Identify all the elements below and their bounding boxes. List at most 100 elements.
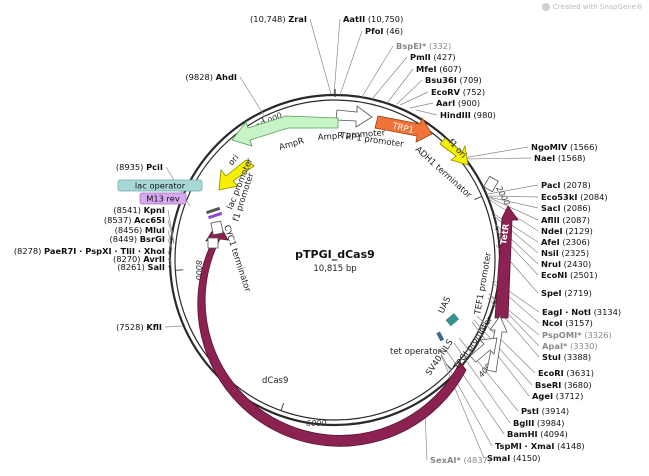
site-name: EcoNI [541,270,567,280]
tick-label: 6000 [306,419,326,428]
site-label-pcii[interactable]: (8935) PciI [116,162,163,172]
site-label-afei[interactable]: AfeI (2306) [541,237,590,247]
site-label-pmli[interactable]: PmlI (427) [410,52,456,62]
site-position: (332) [429,41,451,51]
site-leader-line [424,410,428,461]
site-position: (980) [474,110,496,120]
backbone-inner-ring [174,99,496,421]
site-position: (752) [463,87,485,97]
site-position: (709) [459,75,481,85]
site-leader-line [409,102,434,109]
site-label-apai[interactable]: ApaI* (3330) [542,341,598,351]
site-name: MfeI [416,64,437,74]
site-label-tspmi_xmai[interactable]: TspMI · XmaI (4148) [495,441,585,451]
tick-mark [175,269,184,271]
site-label-ndei[interactable]: NdeI (2129) [541,226,593,236]
lac-operator-mark [206,206,221,215]
site-label-bsu36i[interactable]: Bsu36I (709) [425,75,482,85]
site-name: BamHI [507,429,538,439]
site-label-mlui[interactable]: (8456) MluI [115,225,165,235]
site-label-acc65i[interactable]: (8537) Acc65I [104,215,165,225]
site-label-bglii[interactable]: BglII (3984) [513,418,565,428]
tick-mark [474,195,482,200]
site-label-stui[interactable]: StuI (3388) [542,352,591,362]
site-label-hindiii[interactable]: HindIII (980) [440,110,496,120]
ampr-feature[interactable] [231,115,339,147]
f1-promoter-feature[interactable] [207,237,219,249]
site-label-bspei[interactable]: BspEI* (332) [396,41,451,51]
tetr-feature[interactable] [494,205,519,319]
site-label-ecori[interactable]: EcoRI (3631) [538,368,594,378]
site-label-ncoi[interactable]: NcoI (3157) [542,318,593,328]
site-position: (2087) [562,215,590,225]
lac-operator-label-box [117,179,203,192]
site-leader-line [167,229,173,250]
f1-ori-feature[interactable] [439,137,469,166]
site-label-saci[interactable]: SacI (2086) [541,203,591,213]
m13-rev-mark [208,211,223,220]
site-label-mfei[interactable]: MfeI (607) [416,64,462,74]
ori-feature[interactable] [218,159,255,191]
site-name: Acc65I [134,215,165,225]
site-leader-line [167,209,175,244]
site-label-smai[interactable]: SmaI (4150) [487,453,541,463]
site-position: (8537) [104,215,132,225]
site-label-econi[interactable]: EcoNI (2501) [541,270,598,280]
site-leader-line [309,18,332,95]
site-label-avrii[interactable]: (8270) AvrII [113,254,165,264]
site-leader-line [493,213,539,243]
site-name: AfeI [541,237,560,247]
site-label-bsrgi[interactable]: (8449) BsrGI [110,234,166,244]
site-label-zrai[interactable]: (10,748) ZraI [250,14,307,24]
trp1-promoter-feature[interactable] [335,105,373,128]
site-label-ahdi[interactable]: (9828) AhdI [185,72,237,82]
tef1-promoter-feature[interactable] [486,315,508,373]
site-name: BspEI* [396,41,427,51]
site-name: NsiI [541,248,559,258]
site-label-aflii[interactable]: AflII (2087) [541,215,590,225]
site-label-nrui[interactable]: NruI (2430) [541,259,591,269]
site-label-kpni[interactable]: (8541) KpnI [113,205,165,215]
plasmid-size: 10,815 bp [313,264,356,274]
site-label-bamhi[interactable]: BamHI (4094) [507,429,568,439]
site-leader-line [396,79,423,105]
trp1-feature[interactable] [374,115,433,143]
site-label-agei[interactable]: AgeI (3712) [532,391,583,401]
site-label-spei[interactable]: SpeI (2719) [541,288,592,298]
site-position: (10,748) [250,14,286,24]
site-position: (2078) [563,180,591,190]
site-leader-line [167,262,172,268]
site-position: (8935) [116,162,144,172]
site-label-eco53ki[interactable]: Eco53kI (2084) [541,192,608,202]
misc-feature-box [483,175,499,193]
site-label-aari[interactable]: AarI (900) [436,98,480,108]
cyc1-terminator-feature[interactable] [210,220,224,236]
tet-operator-feature[interactable] [436,331,445,342]
site-leader-line [164,325,184,328]
site-position: (4094) [540,429,568,439]
site-name: AgeI [532,391,553,401]
site-label-psti[interactable]: PstI (3914) [521,406,569,416]
site-name: Bsu36I [425,75,457,85]
site-label-bseri[interactable]: BseRI (3680) [535,380,592,390]
site-position: (900) [458,98,480,108]
site-label-sali[interactable]: (8261) SalI [117,262,165,272]
site-leader-line [453,342,511,424]
site-label-paer7i[interactable]: (8278) PaeR7I · PspXI · TliI · XhoI [14,246,165,256]
site-label-eagi_noti[interactable]: EagI · NotI (3134) [542,307,621,317]
site-label-sexai[interactable]: SexAI* (4837) [430,455,491,465]
tpgi-promoter-feature[interactable] [469,337,498,363]
site-label-pspomi[interactable]: PspOMI* (3326) [542,330,612,340]
site-label-pfoi[interactable]: PfoI (46) [365,26,403,36]
site-label-naei[interactable]: NaeI (1568) [534,153,586,163]
site-leaders [164,18,540,461]
site-label-paci[interactable]: PacI (2078) [541,180,591,190]
uas-feature[interactable] [445,313,460,327]
site-label-ngomiv[interactable]: NgoMIV (1566) [531,142,598,152]
site-position: (8270) [113,254,141,264]
site-label-aatii[interactable]: AatII (10,750) [343,14,403,24]
site-label-ecorv[interactable]: EcoRV (752) [431,87,485,97]
site-label-nsii[interactable]: NsiI (2325) [541,248,589,258]
site-label-kfli[interactable]: (7528) KflI [116,322,162,332]
